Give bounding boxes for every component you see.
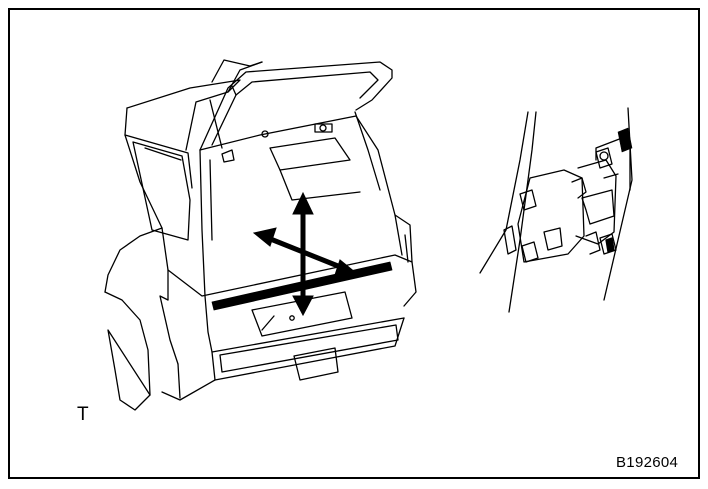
adjustment-arrows — [252, 191, 358, 317]
hinge-bolt — [519, 189, 537, 211]
hinge-detail — [479, 107, 633, 313]
diagonal-arrow-shaft — [267, 235, 344, 271]
arrow-head-down — [292, 295, 314, 317]
hinge-bolt — [595, 147, 613, 169]
arrow-head-up — [292, 191, 314, 215]
arrow-head-left — [252, 227, 277, 247]
arrow-head-right — [333, 259, 358, 279]
figure-frame — [8, 8, 700, 479]
figure-id-label: B192604 — [616, 454, 679, 471]
view-letter-label: T — [77, 404, 89, 425]
hinge-bolt — [599, 233, 617, 255]
hinge-bolt — [521, 241, 539, 263]
